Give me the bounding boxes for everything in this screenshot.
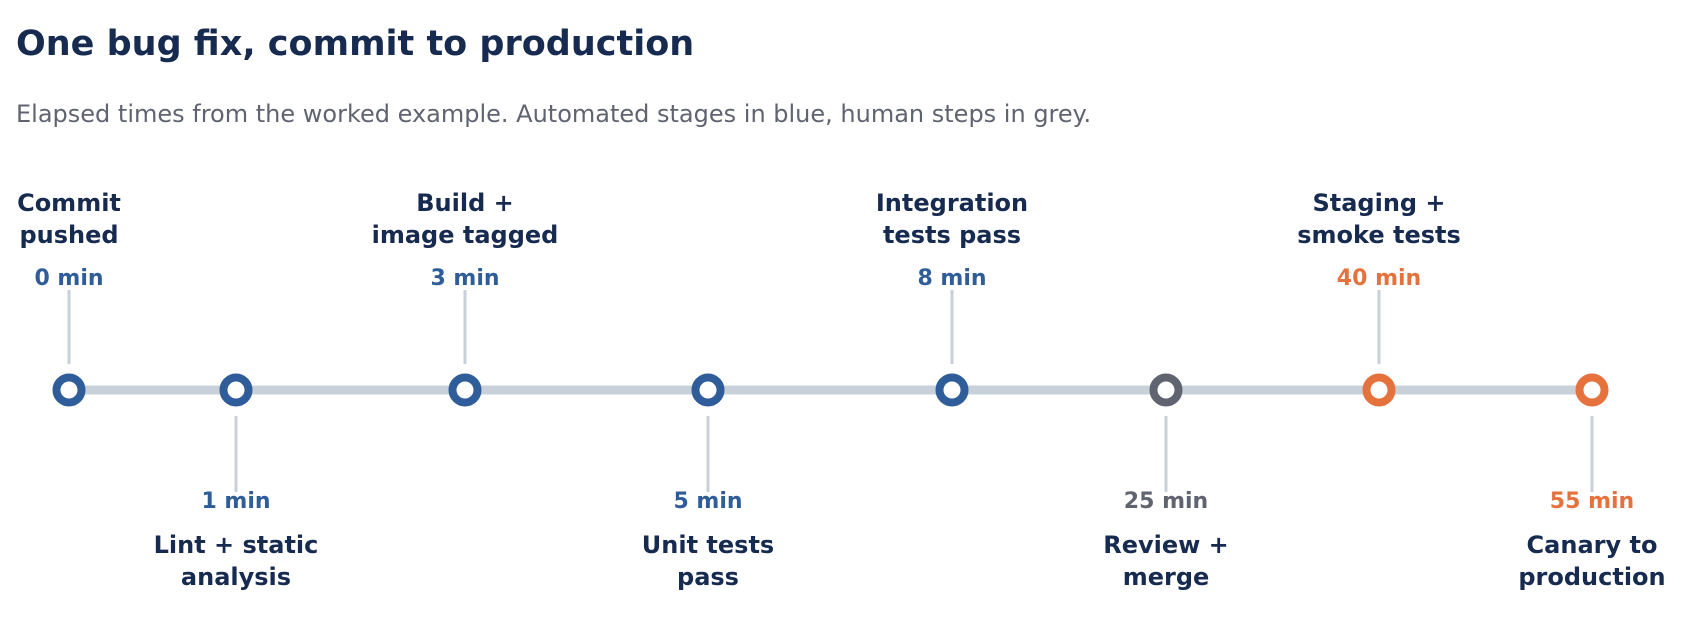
- stage-label: Commit: [17, 189, 121, 217]
- stage-time: 55 min: [1550, 489, 1634, 514]
- stage-time: 1 min: [201, 489, 270, 514]
- stage-label: Build +: [416, 189, 513, 217]
- stage-label: Unit tests: [642, 531, 774, 559]
- stage-marker: [219, 373, 253, 407]
- stage-5: 8 min Integration tests pass: [876, 189, 1028, 407]
- stage-3: 3 min Build + image tagged: [372, 189, 559, 407]
- stage-marker: [1575, 373, 1609, 407]
- stage-1: 0 min Commit pushed: [17, 189, 121, 407]
- stage-label: Staging +: [1312, 189, 1445, 217]
- stage-marker: [1362, 373, 1396, 407]
- stage-label: analysis: [181, 563, 291, 591]
- stage-label: smoke tests: [1297, 221, 1461, 249]
- stage-time: 40 min: [1337, 266, 1421, 291]
- stage-marker: [935, 373, 969, 407]
- stage-time: 25 min: [1124, 489, 1208, 514]
- stage-label: Lint + static: [154, 531, 319, 559]
- stage-label: Integration: [876, 189, 1028, 217]
- page-subtitle: Elapsed times from the worked example. A…: [16, 100, 1092, 128]
- stage-time: 0 min: [34, 266, 103, 291]
- stage-label: Review +: [1103, 531, 1229, 559]
- stage-time: 8 min: [917, 266, 986, 291]
- stage-time: 3 min: [430, 266, 499, 291]
- stage-marker: [1149, 373, 1183, 407]
- stage-marker: [448, 373, 482, 407]
- stage-marker: [691, 373, 725, 407]
- stage-label: pass: [677, 563, 739, 591]
- stage-label: pushed: [19, 221, 118, 249]
- stage-label: tests pass: [883, 221, 1021, 249]
- stage-label: image tagged: [372, 221, 559, 249]
- stage-label: merge: [1123, 563, 1210, 591]
- stage-marker: [52, 373, 86, 407]
- stage-label: Canary to: [1527, 531, 1658, 559]
- stage-time: 5 min: [673, 489, 742, 514]
- stage-7: 40 min Staging + smoke tests: [1297, 189, 1461, 407]
- page-title: One bug fix, commit to production: [16, 24, 695, 64]
- stage-label: production: [1518, 563, 1665, 591]
